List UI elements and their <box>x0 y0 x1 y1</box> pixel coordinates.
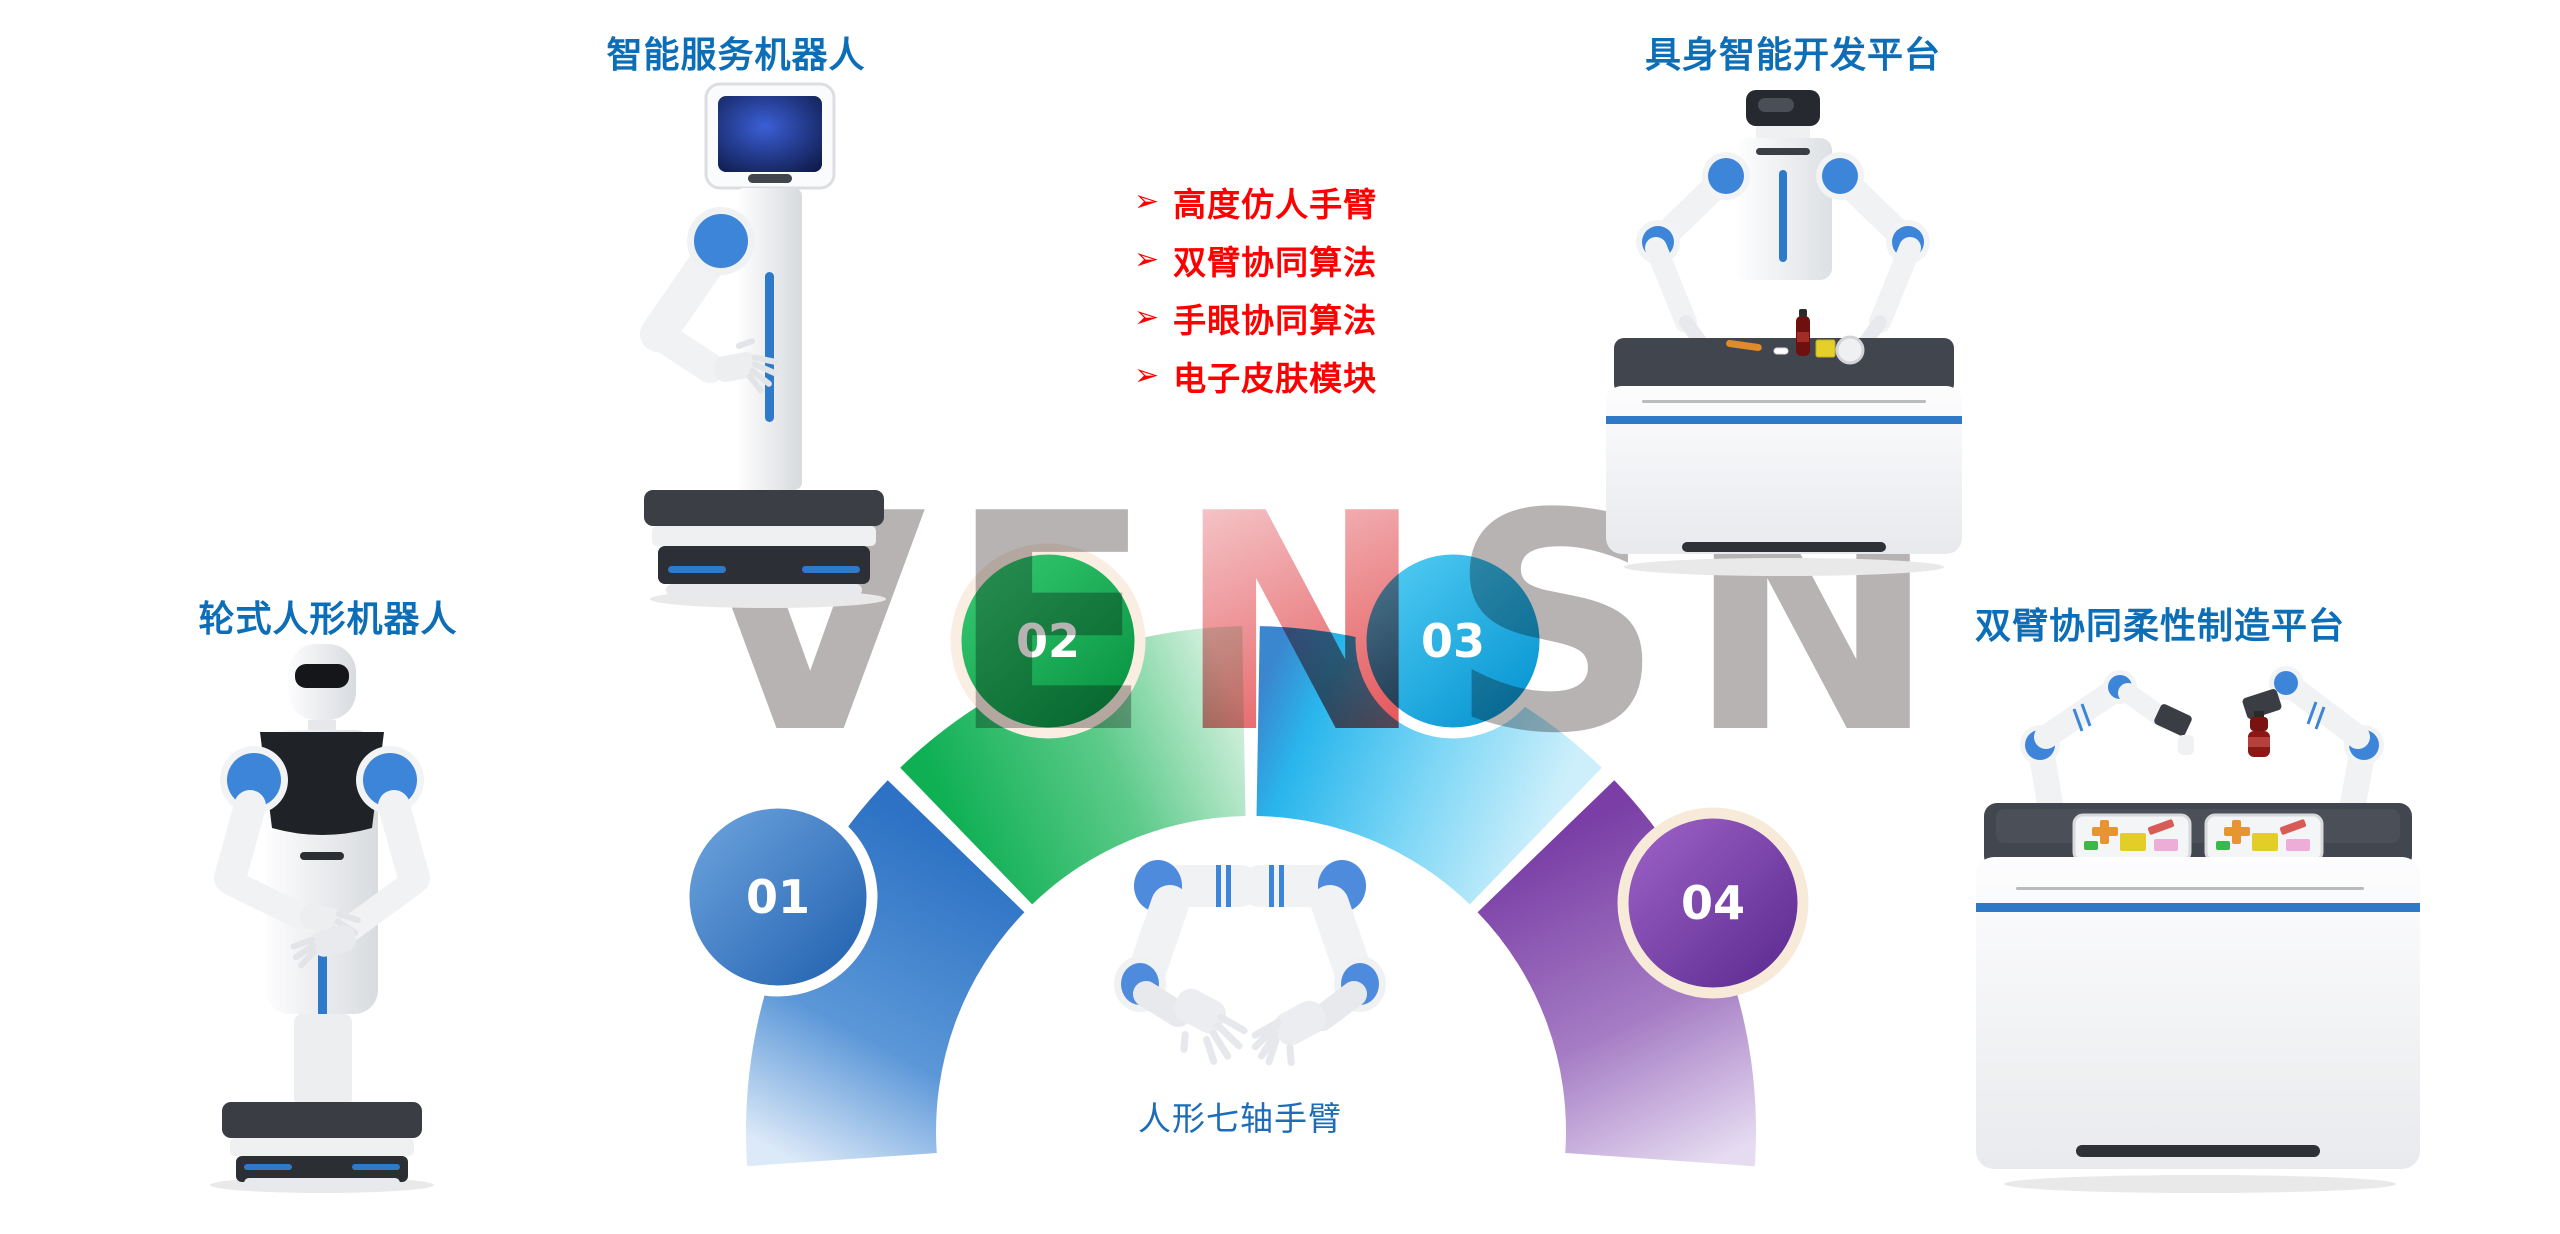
feature-text: 手眼协同算法 <box>1173 301 1378 340</box>
step-circle-01: 01 <box>678 797 878 997</box>
feature-text: 高度仿人手臂 <box>1173 185 1378 224</box>
arrow-bullet-icon: ➢ <box>1134 242 1160 277</box>
arrow-bullet-icon: ➢ <box>1134 300 1160 335</box>
arc-sector-2 <box>900 626 1246 905</box>
step-circle-03: 03 <box>1355 543 1551 739</box>
arc-sector-3 <box>1256 626 1602 905</box>
feature-item: ➢ 手眼协同算法 <box>1134 298 1377 340</box>
feature-item: ➢ 电子皮肤模块 <box>1134 356 1377 398</box>
arrow-bullet-icon: ➢ <box>1134 358 1160 393</box>
step-number-03: 03 <box>1421 614 1485 668</box>
feature-text: 电子皮肤模块 <box>1173 359 1378 398</box>
step-circle-02: 02 <box>950 543 1146 739</box>
label-humanoid-arm: 人形七轴手臂 <box>1138 1099 1342 1138</box>
label-service-robot: 智能服务机器人 <box>606 35 866 76</box>
step-number-01: 01 <box>746 870 810 924</box>
feature-list: ➢ 高度仿人手臂 ➢ 双臂协同算法 ➢ 手眼协同算法 ➢ 电子皮肤模块 <box>1134 182 1377 414</box>
step-number-02: 02 <box>1016 614 1080 668</box>
label-wheeled-humanoid: 轮式人形机器人 <box>198 599 458 640</box>
label-dual-arm-platform: 双臂协同柔性制造平台 <box>1974 606 2346 647</box>
arrow-bullet-icon: ➢ <box>1134 184 1160 219</box>
feature-item: ➢ 高度仿人手臂 <box>1134 182 1377 224</box>
step-circle-04: 04 <box>1617 807 1809 999</box>
step-number-04: 04 <box>1681 876 1745 930</box>
feature-item: ➢ 双臂协同算法 <box>1134 240 1377 282</box>
label-embodied-platform: 具身智能开发平台 <box>1644 35 1942 76</box>
feature-text: 双臂协同算法 <box>1173 243 1378 282</box>
